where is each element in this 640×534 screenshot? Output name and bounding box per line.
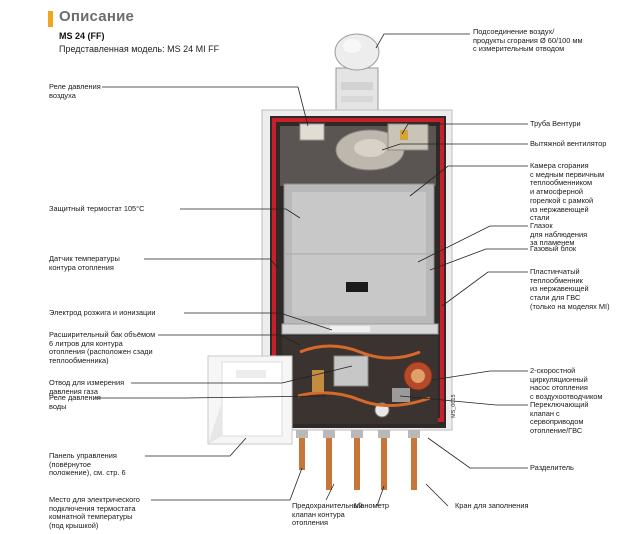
model-subtitle: Представленная модель: MS 24 MI FF xyxy=(59,44,220,54)
label-gas-pressure-outlet: Отвод для измерения давления газа xyxy=(49,378,125,396)
label-expansion-tank: Расширительный бак объёмом 6 литров для … xyxy=(49,330,156,366)
label-pump: 2-скоростной циркуляционный насос отопле… xyxy=(530,366,603,402)
label-gas-block: Газовый блок xyxy=(530,244,577,253)
label-heating-sensor: Датчик температуры контура отопления xyxy=(49,254,120,272)
page-title: Описание xyxy=(59,8,135,25)
hydraulic-block xyxy=(282,336,438,424)
label-manometer: Манометр xyxy=(354,501,389,510)
control-panel xyxy=(207,355,293,445)
label-protection-thermostat: Защитный термостат 105°C xyxy=(49,204,145,213)
label-water-pressure-relay: Реле давления воды xyxy=(49,393,101,411)
fan-assembly xyxy=(280,123,436,186)
label-peephole: Глазок для наблюдения за пламенем xyxy=(530,221,588,248)
label-plate-exchanger: Пластинчатый теплообменник из нержавеюще… xyxy=(530,267,610,311)
leader-lines xyxy=(95,33,528,507)
label-venturi: Труба Вентури xyxy=(530,119,581,128)
model-name: MS 24 (FF) xyxy=(59,31,105,41)
header-accent-bar xyxy=(48,11,53,27)
label-diverter-valve: Переключающий клапан с сервоприводом ото… xyxy=(530,400,589,436)
label-room-thermostat: Место для электрического подключения тер… xyxy=(49,495,140,531)
label-fan: Вытяжной вентилятор xyxy=(530,139,607,148)
label-air-pressure-relay: Реле давления воздуха xyxy=(49,82,101,100)
label-safety-valve: Предохранительный клапан контура отоплен… xyxy=(292,501,363,528)
code-label: MS_0015 xyxy=(451,394,457,418)
label-separator: Разделитель xyxy=(530,463,574,472)
label-flue: Подсоединение воздух/ продукты сгорания … xyxy=(473,27,583,54)
label-control-panel: Панель управления (повёрнутое положение)… xyxy=(49,451,126,478)
combustion-chamber xyxy=(283,183,435,325)
bottom-pipes xyxy=(296,430,420,490)
flue-pipe xyxy=(334,33,380,117)
label-combustion-chamber: Камера сгорания с медным первичным тепло… xyxy=(530,161,605,223)
ignition-electrode xyxy=(330,326,370,332)
label-ignition-electrode: Электрод розжига и ионизации xyxy=(49,308,156,317)
label-fill-tap: Кран для заполнения xyxy=(455,501,529,510)
